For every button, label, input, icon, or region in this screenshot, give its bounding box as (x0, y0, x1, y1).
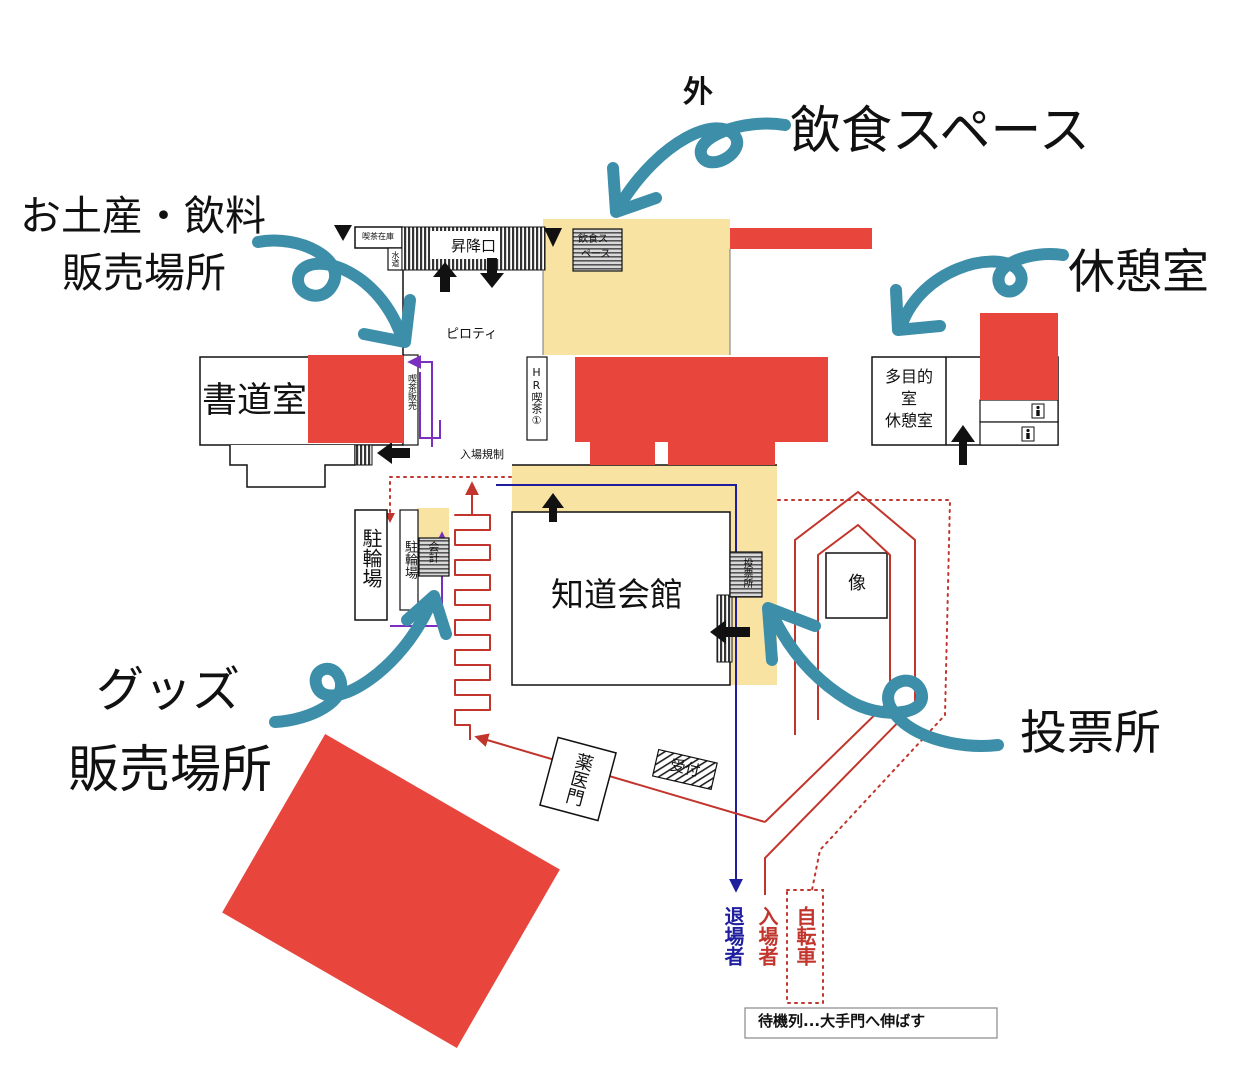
souvenir-sales-place-callout: 販売場所 (62, 249, 226, 297)
restroom-box (979, 421, 1059, 446)
multipurpose-label-line3: 休憩室 (885, 411, 934, 430)
bicycle-parking-side-box (399, 509, 419, 611)
bicycle-parking-side-label: 駐輪場 (402, 540, 417, 579)
outside-label: 外 (683, 75, 713, 110)
queue-note-label: 待機列...大手門へ伸ばす (758, 1012, 926, 1030)
dining-space-callout: 飲食スペース (790, 102, 1090, 161)
cafe-storage-label: 喫茶在庫 (362, 232, 394, 241)
polling-booth-box (729, 551, 763, 598)
callout-arrow-souvenir (252, 234, 416, 348)
arrow-up-icon (433, 262, 457, 292)
hr-cafe-label: HR喫茶① (530, 366, 543, 427)
polling-place-callout: 投票所 (1020, 706, 1161, 761)
entrance-label: 昇降口 (451, 237, 497, 255)
down-triangle-icon (334, 225, 352, 241)
cafe-sales-label: 喫茶販売 (406, 374, 416, 410)
goods-callout: グッズ (96, 662, 241, 718)
arrow-left-icon (710, 620, 750, 644)
water-tap-label: 水道 (391, 251, 400, 267)
reception-box (651, 748, 718, 791)
statue-label: 像 (848, 573, 866, 594)
multipurpose-label-line1: 多目的 (885, 367, 934, 386)
hr-cafe-box (526, 356, 548, 441)
yakuimon-gate-box (539, 736, 617, 822)
entering-legend: 入場者 (755, 906, 779, 966)
dining-space-box (572, 228, 623, 272)
entry-route-outer (764, 490, 916, 895)
staff-route-line (407, 355, 433, 447)
restroom-icon (1031, 403, 1045, 419)
bicycle-parking-main-label: 駐輪場 (359, 528, 383, 588)
cashier-label: 会計 (427, 541, 440, 563)
exit-route-line (496, 484, 743, 893)
entry-queue-serpentine (454, 481, 491, 740)
souvenir-drinks-callout: お土産・飲料 (20, 192, 266, 240)
reception-group (651, 748, 718, 791)
callout-arrow-polling (762, 602, 1004, 752)
entry-route-diagonal (474, 733, 766, 823)
exiting-legend: 退場者 (721, 906, 745, 966)
yakuimon-gate-group (539, 736, 617, 822)
bicycle-route-dotted (777, 499, 952, 891)
dining-box-label-line1: 飲食ス (578, 234, 608, 245)
calligraphy-annex-outline (229, 445, 356, 488)
dining-box-label-line2: ペース (581, 249, 611, 260)
staff-route-line (419, 372, 441, 439)
entry-route-inner (764, 523, 891, 823)
redaction-block (590, 441, 655, 465)
bicycle-label-dotted-box (786, 889, 824, 1004)
chido-hall-label: 知道会館 (551, 575, 683, 614)
piloti-label: ピロティ (446, 327, 498, 342)
callout-arrow-goods (269, 590, 452, 728)
arrow-up-icon (951, 425, 975, 465)
redaction-block (308, 355, 403, 443)
chido-hall-box (511, 511, 731, 686)
bicycle-parking-main-box (354, 509, 388, 621)
queue-note-box (744, 1007, 998, 1039)
down-triangle-icon (544, 228, 562, 247)
bicycles-legend: 自転車 (793, 906, 817, 966)
redaction-block (222, 734, 560, 1048)
restroom-icon (1021, 426, 1035, 442)
bicycle-route-dotted (389, 476, 513, 513)
arrow-down-icon (480, 258, 504, 288)
arrow-left-icon (377, 442, 410, 464)
side-stairs (354, 444, 373, 466)
goods-sales-place-callout: 販売場所 (68, 741, 273, 800)
calligraphy-room-label: 書道室 (202, 381, 308, 421)
redaction-block (980, 313, 1058, 400)
entrance-label-bg (430, 231, 500, 259)
callout-arrow-dining (607, 117, 791, 218)
multipurpose-label-line2: 室 (901, 389, 918, 408)
callout-arrow-rest-room (890, 248, 1069, 336)
statue-box (825, 552, 888, 619)
redaction-block (668, 441, 775, 465)
redaction-block (575, 357, 828, 442)
dining-area-highlight (543, 219, 730, 355)
rest-room-callout: 休憩室 (1068, 245, 1209, 300)
polling-booth-label: 投票所 (741, 558, 752, 588)
cashier-box (418, 537, 450, 577)
redaction-block (730, 228, 872, 249)
restroom-box (979, 399, 1059, 423)
arrow-up-icon (542, 493, 564, 522)
entry-restriction-label: 入場規制 (460, 448, 504, 461)
